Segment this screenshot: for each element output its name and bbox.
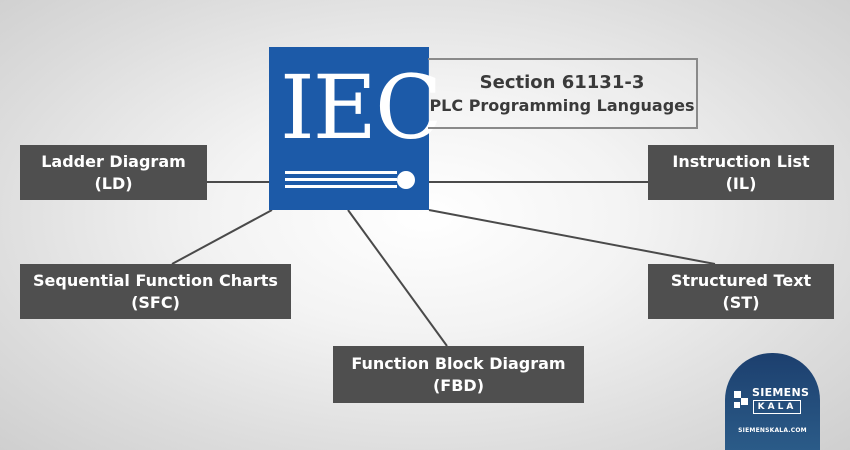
siemenskala-watermark: SIEMENS KALA SIEMENSKALA.COM <box>725 353 820 450</box>
language-name: Instruction List <box>672 151 810 171</box>
section-title: Section 61131-3 <box>479 71 645 93</box>
language-abbr: (FBD) <box>432 375 485 395</box>
language-abbr: (IL) <box>725 173 757 193</box>
language-box-sfc: Sequential Function Charts (SFC) <box>20 264 291 319</box>
language-box-st: Structured Text (ST) <box>648 264 834 319</box>
iec-logo: IEC <box>269 47 442 210</box>
connector-sfc <box>171 209 273 265</box>
language-name: Sequential Function Charts <box>33 270 278 290</box>
watermark-url: SIEMENSKALA.COM <box>738 427 807 434</box>
language-abbr: (ST) <box>722 292 760 312</box>
siemenskala-logo-icon <box>734 391 748 408</box>
watermark-name-line2: KALA <box>753 400 801 414</box>
language-box-ld: Ladder Diagram (LD) <box>20 145 207 200</box>
watermark-name-line1: SIEMENS <box>752 386 810 399</box>
language-box-il: Instruction List (IL) <box>648 145 834 200</box>
iec-logo-underline-icon <box>285 171 415 189</box>
language-abbr: (LD) <box>94 173 133 193</box>
section-subtitle: PLC Programming Languages <box>429 95 695 115</box>
language-name: Function Block Diagram <box>351 353 566 373</box>
language-box-fbd: Function Block Diagram (FBD) <box>333 346 584 403</box>
language-name: Ladder Diagram <box>41 151 186 171</box>
section-label-box: Section 61131-3 PLC Programming Language… <box>428 58 698 129</box>
language-abbr: (SFC) <box>131 292 180 312</box>
connector-st <box>428 209 716 265</box>
connector-fbd <box>347 209 448 347</box>
language-name: Structured Text <box>670 270 812 290</box>
iec-logo-text: IEC <box>280 56 442 159</box>
